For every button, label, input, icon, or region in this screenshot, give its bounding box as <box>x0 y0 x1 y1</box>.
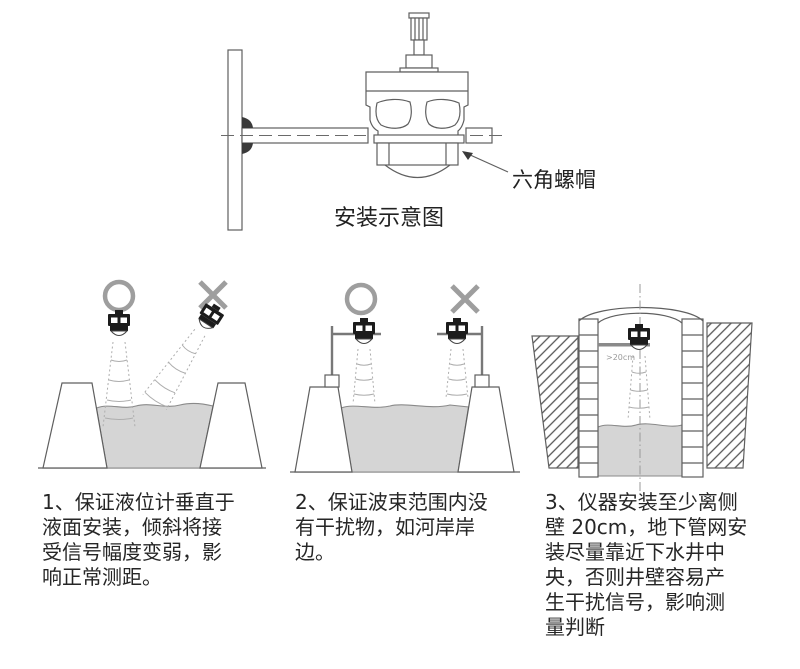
instruction-1-line: 受信号幅度变弱，影 <box>42 540 222 564</box>
housing-left-lobe <box>375 98 412 129</box>
hex-nut-callout: 六角螺帽 <box>462 151 596 192</box>
beam-in-well <box>627 355 651 421</box>
callout-arrow-line <box>467 153 509 173</box>
instruction-1-line: 响正常测距。 <box>42 565 162 589</box>
instruction-3: 3、仪器安装至少离侧 壁 20cm，地下管网安 装尽量靠近下水井中 央，否则井壁… <box>545 490 747 640</box>
instruction-1-line: 1、保证液位计垂直于 <box>42 490 235 514</box>
instruction-2-line: 边。 <box>295 540 335 564</box>
housing-right-lobe <box>425 98 461 129</box>
instruction-2: 2、保证波束范围内没 有干扰物，如河岸岸 边。 <box>295 490 488 565</box>
beam-tilted <box>142 329 206 411</box>
beam-over-bank <box>445 348 469 399</box>
instruction-1: 1、保证液位计垂直于 液面安装，倾斜将接 受信号幅度变弱，影 响正常测距。 <box>42 490 235 590</box>
pole-base-left <box>324 374 340 388</box>
soil-right <box>706 322 753 469</box>
embankment-right <box>199 382 263 469</box>
sensor-in-well <box>627 323 651 350</box>
embankment-left <box>42 382 108 469</box>
beam-over-water <box>352 348 376 405</box>
mount-bracket <box>598 343 650 347</box>
gland-cap <box>408 12 430 19</box>
correct-circle-icon <box>102 279 136 313</box>
well-arch-outer <box>578 306 704 322</box>
wrong-cross-icon <box>450 284 480 314</box>
instruction-2-line: 有干扰物，如河岸岸 <box>295 515 475 539</box>
well-wall-right <box>681 318 704 478</box>
panel-1-diagram <box>38 279 266 469</box>
embankment-left <box>294 386 353 473</box>
instruction-3-line: 3、仪器安装至少离侧 <box>545 490 738 514</box>
antenna-dome <box>384 164 451 178</box>
weld-mark-bottom <box>242 143 253 154</box>
pole-base-right <box>474 374 490 388</box>
instruction-3-line: 生干扰信号，影响测 <box>545 590 725 614</box>
beam-upright <box>102 341 136 428</box>
instruction-3-line: 装尽量靠近下水井中 <box>545 540 725 564</box>
wrong-cross-icon <box>198 280 228 310</box>
weld-mark-top <box>242 117 253 128</box>
callout-arrowhead-icon <box>462 151 473 160</box>
gland-base <box>405 54 433 69</box>
instruction-3-line: 壁 20cm，地下管网安 <box>545 515 748 539</box>
installation-schematic: 六角螺帽 安装示意图 <box>221 12 596 231</box>
distance-label: >20cm <box>606 353 635 362</box>
hex-nut <box>376 142 459 166</box>
sensor-over-water <box>352 317 376 344</box>
soil-left <box>531 335 579 469</box>
instruction-1-line: 液面安装，倾斜将接 <box>42 515 222 539</box>
correct-circle-icon <box>344 282 378 316</box>
schematic-caption: 安装示意图 <box>334 206 444 231</box>
sensor-over-bank <box>445 317 469 344</box>
instruction-3-line: 量判断 <box>545 615 605 639</box>
level-meter-device <box>365 12 469 178</box>
sensor-tilted-group <box>142 299 227 411</box>
panel-3-diagram: >20cm <box>531 284 753 491</box>
hex-nut-label: 六角螺帽 <box>512 168 596 192</box>
embankment-right <box>457 386 515 473</box>
sensor-upright <box>107 309 131 336</box>
panel-2-diagram <box>290 282 520 473</box>
water <box>340 404 470 473</box>
water <box>95 402 214 469</box>
instruction-2-line: 2、保证波束范围内没 <box>295 490 488 514</box>
well-wall-left <box>578 318 599 478</box>
gland-stem <box>413 39 425 56</box>
device-flange <box>373 134 465 144</box>
instruction-3-line: 央，否则井壁容易产 <box>545 565 725 589</box>
mount-post <box>227 49 243 231</box>
